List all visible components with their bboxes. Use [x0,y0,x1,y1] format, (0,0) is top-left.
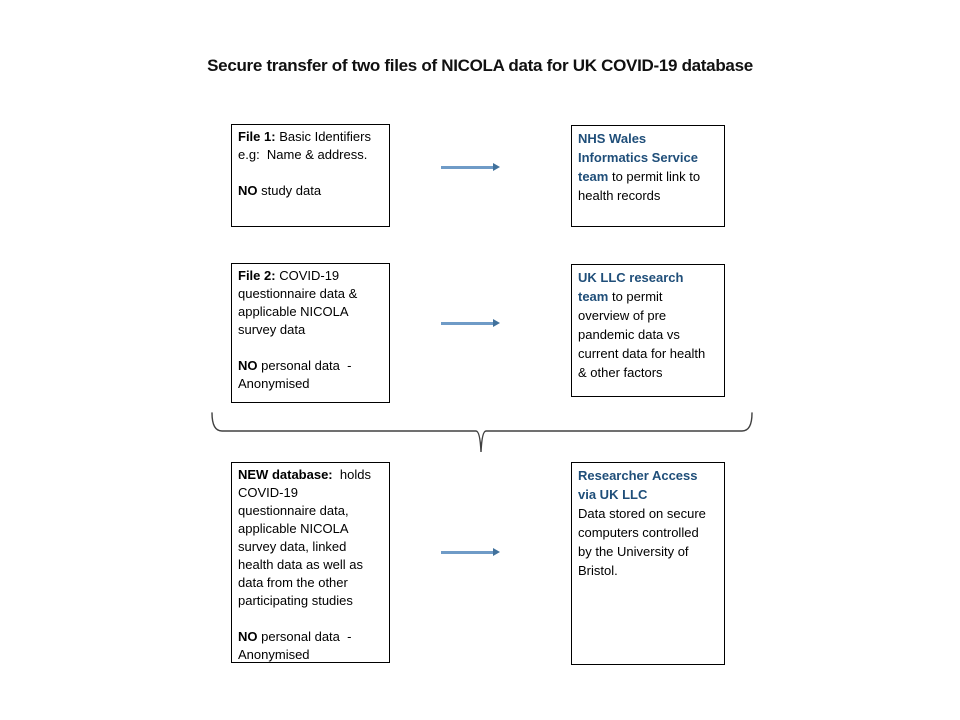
arrow-shaft [441,551,493,554]
arrow-shaft [441,322,493,325]
arrowhead-right-icon [493,548,500,556]
arrowhead-right-icon [493,163,500,171]
page-title: Secure transfer of two files of NICOLA d… [207,56,753,75]
curly-brace-down [211,412,753,453]
arrow-shaft [441,166,493,169]
arrowhead-right-icon [493,319,500,327]
